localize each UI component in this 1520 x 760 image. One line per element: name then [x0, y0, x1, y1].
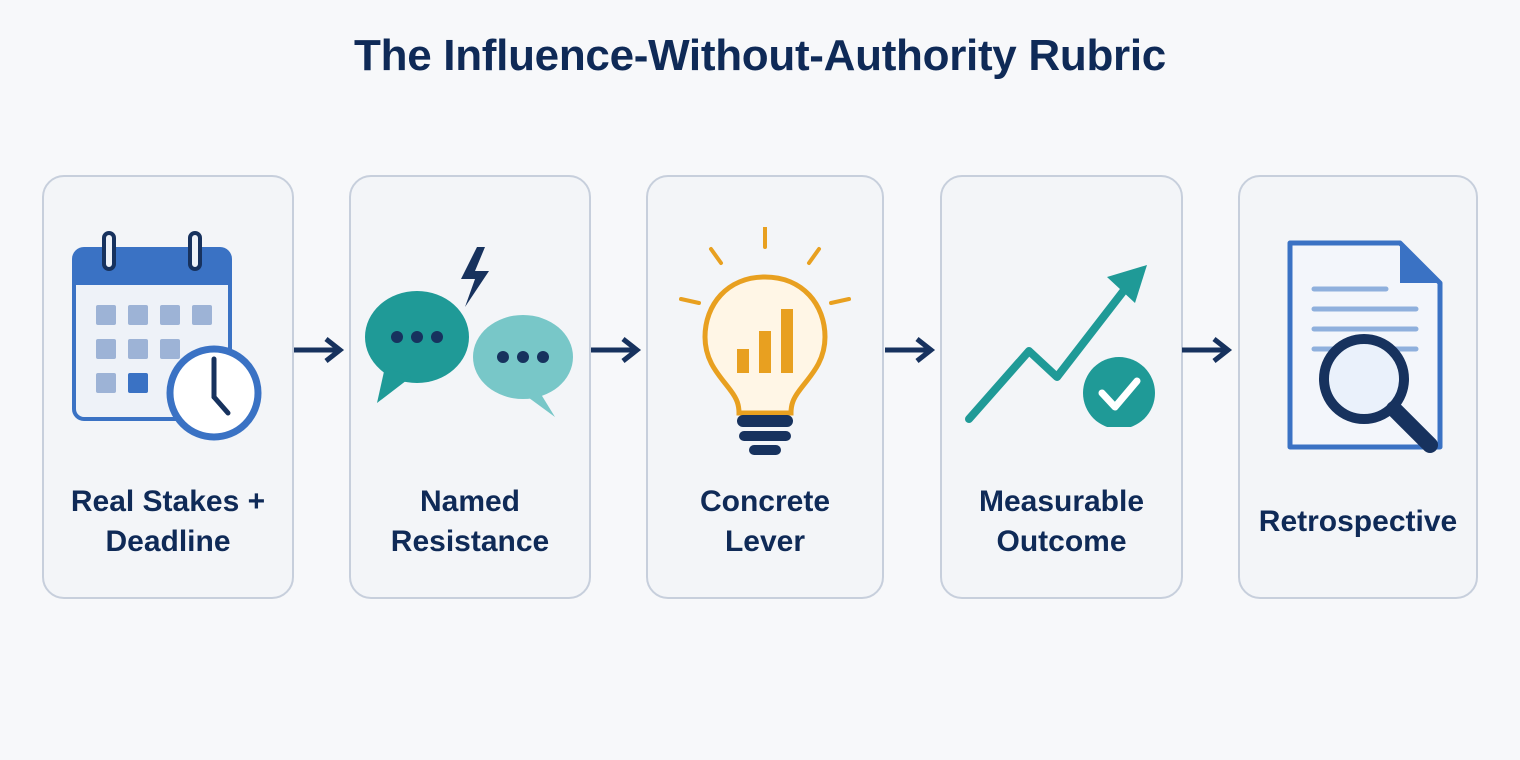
step-label: Concrete Lever [648, 467, 882, 577]
step-label: Measurable Outcome [942, 467, 1181, 577]
arrow-right-icon [591, 337, 642, 363]
step-label-line1: Real Stakes + [70, 485, 266, 518]
step-label-line1: Retrospective [1258, 505, 1458, 538]
trend-check-icon [942, 227, 1181, 467]
step-label-line2: Resistance [390, 525, 550, 558]
page-title: The Influence-Without-Authority Rubric [354, 31, 1166, 80]
step-card-named-resistance: Named Resistance [349, 175, 591, 599]
document-magnifier-icon [1240, 227, 1476, 467]
step-label: Named Resistance [351, 467, 589, 577]
step-label-line2: Lever [724, 525, 806, 558]
step-card-real-stakes: Real Stakes + Deadline [42, 175, 294, 599]
calendar-clock-icon [44, 227, 292, 467]
step-label: Retrospective [1240, 467, 1476, 577]
arrow-right-icon [1182, 337, 1233, 363]
chat-bubbles-lightning-icon [351, 227, 589, 467]
step-label-line2: Outcome [996, 525, 1127, 558]
step-card-concrete-lever: Concrete Lever [646, 175, 884, 599]
lightbulb-chart-icon [648, 227, 882, 467]
step-label-line1: Measurable [978, 485, 1145, 518]
arrow-right-icon [294, 337, 345, 363]
step-card-retrospective: Retrospective [1238, 175, 1478, 599]
step-label-line1: Concrete [699, 485, 831, 518]
step-label-line2: Deadline [105, 525, 231, 558]
step-label-line1: Named [419, 485, 521, 518]
step-label: Real Stakes + Deadline [44, 467, 292, 577]
step-card-measurable-outcome: Measurable Outcome [940, 175, 1183, 599]
arrow-right-icon [885, 337, 936, 363]
